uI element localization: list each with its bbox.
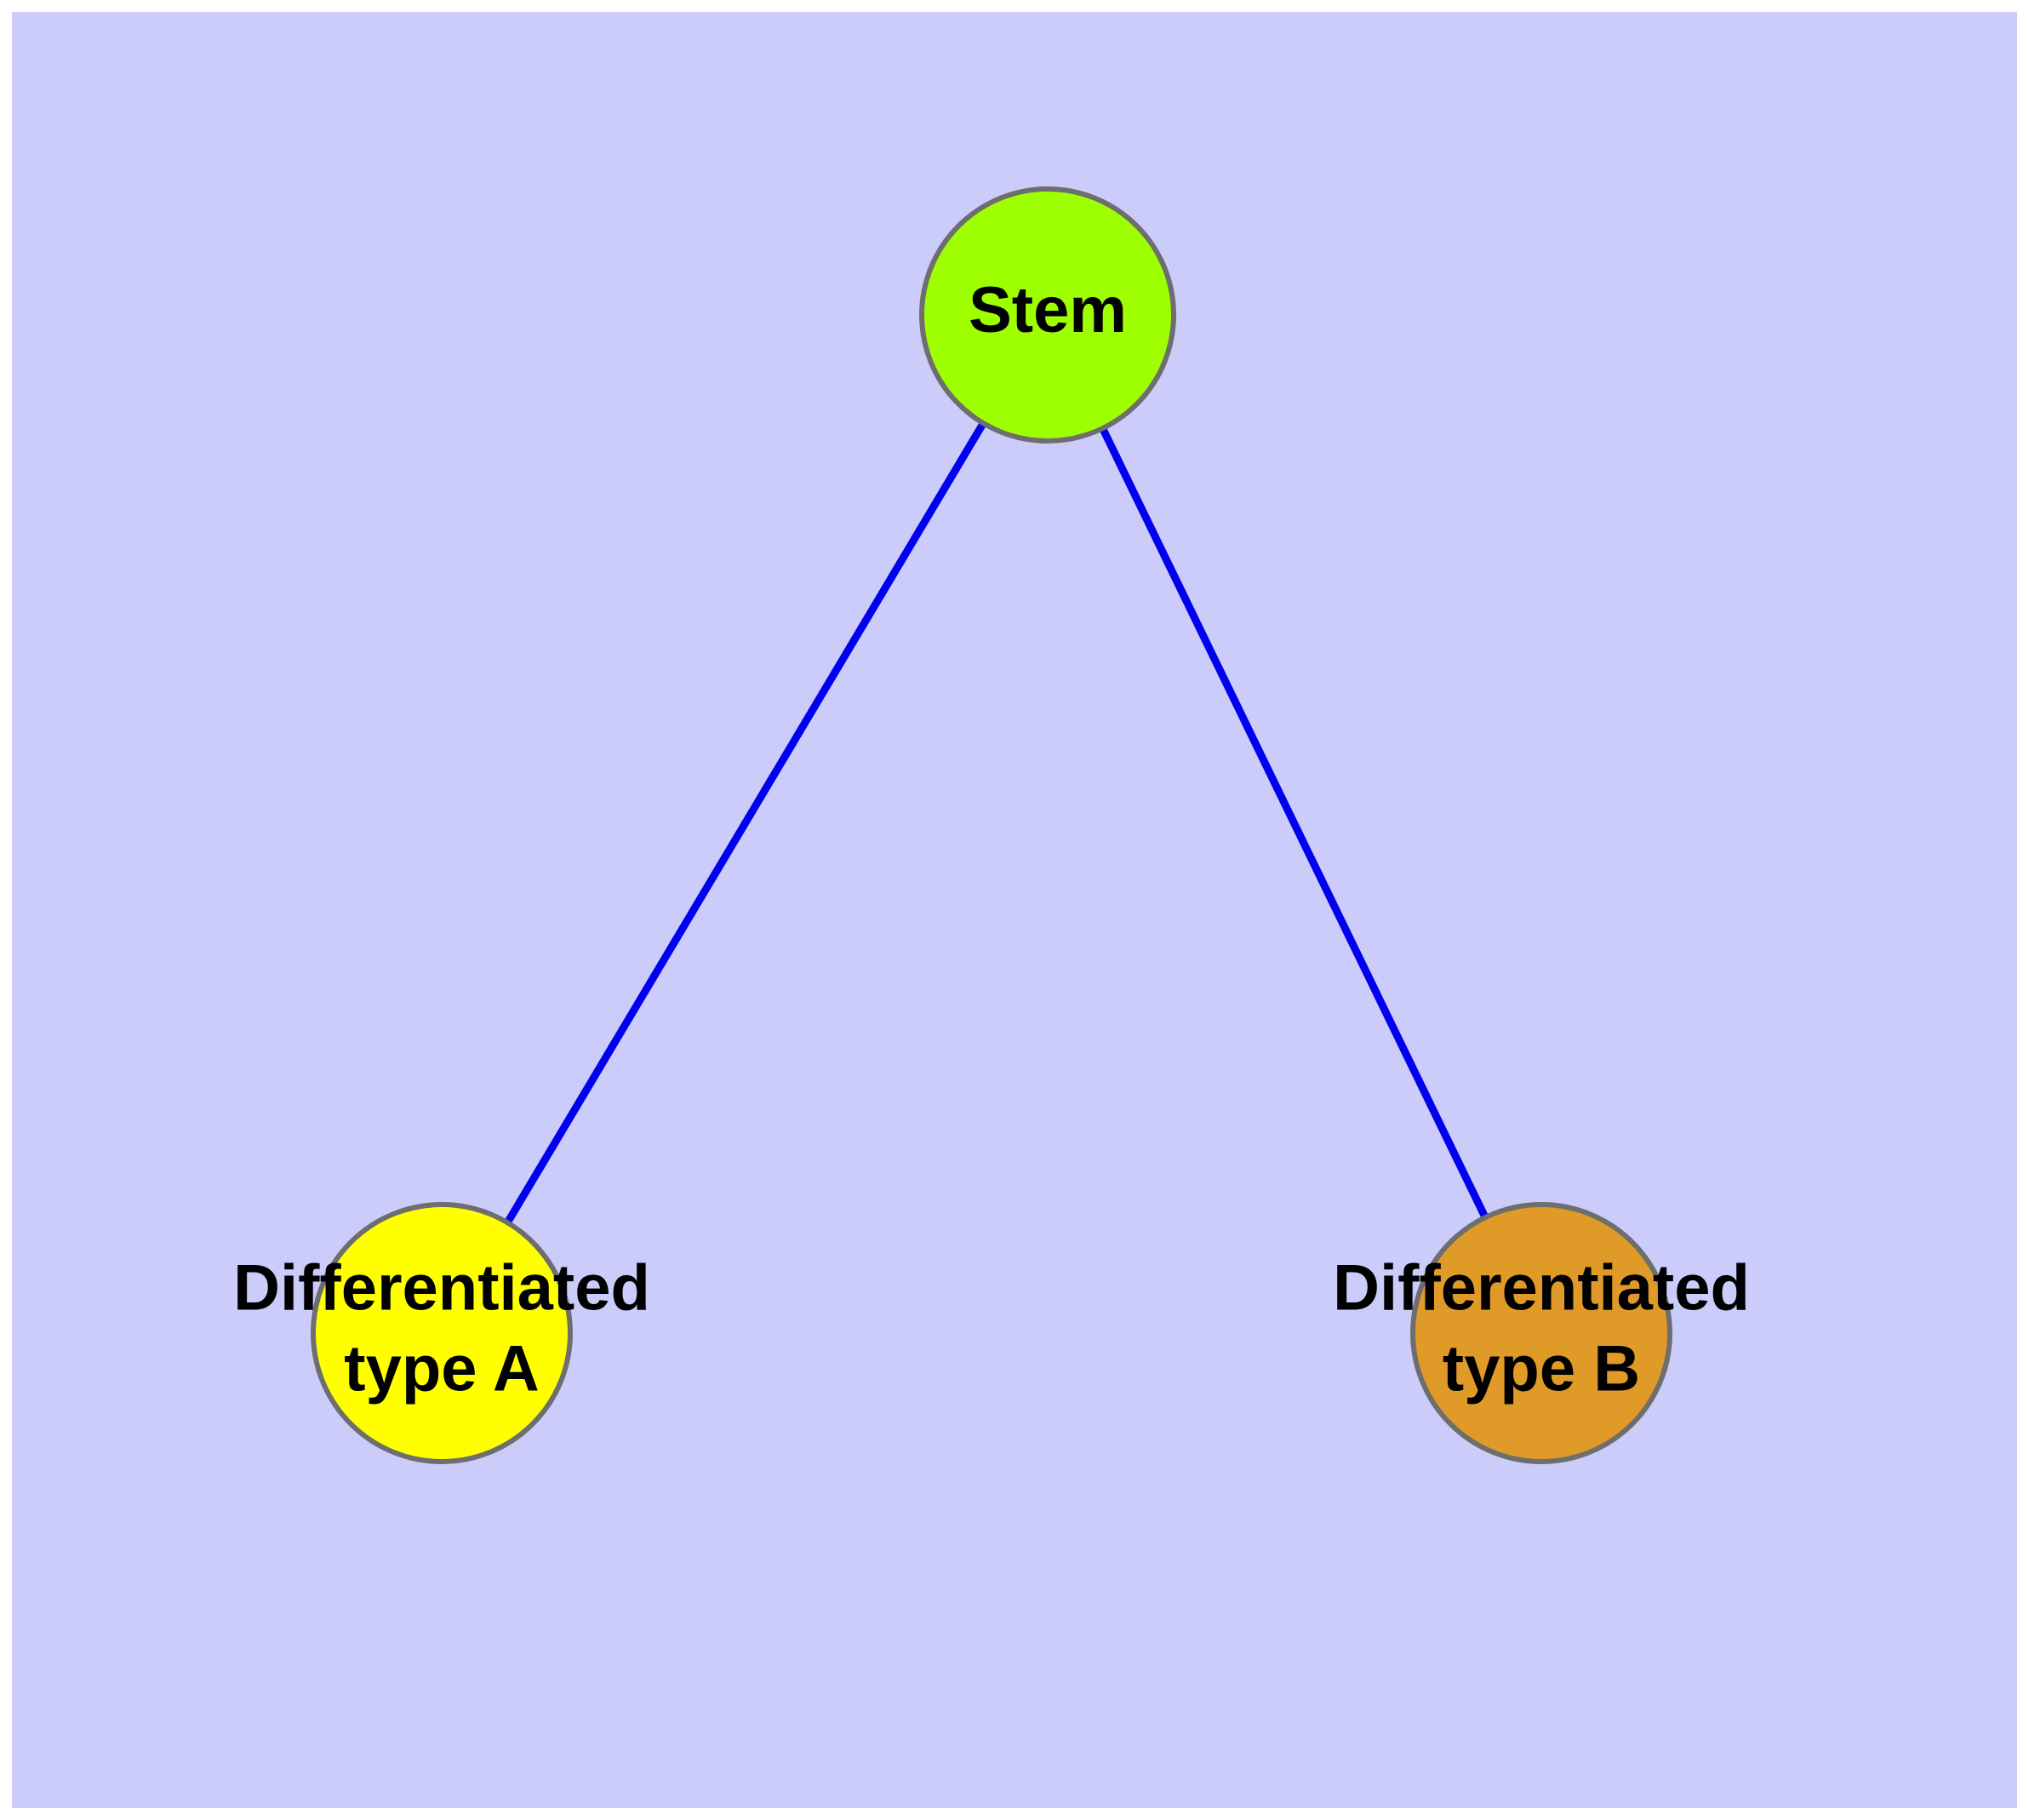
node-label-diff-b: Differentiated type B xyxy=(1333,1252,1750,1405)
node-label-diff-a: Differentiated type A xyxy=(233,1252,650,1405)
node-circle-stem[interactable] xyxy=(919,186,1176,444)
node-label-line: Differentiated xyxy=(1333,1252,1750,1325)
graph-edge-stem-to-diff-a[interactable] xyxy=(504,421,987,1225)
graph-node-stem[interactable]: Stem xyxy=(919,186,1176,444)
node-circle-diff-b[interactable] xyxy=(1410,1202,1672,1464)
edges-layer xyxy=(504,421,1489,1225)
node-label-line: type A xyxy=(344,1333,539,1405)
graph-node-diff-b[interactable]: Differentiated type B xyxy=(1333,1202,1750,1464)
node-label-stem: Stem xyxy=(969,274,1127,346)
graph-node-diff-a[interactable]: Differentiated type A xyxy=(233,1202,650,1464)
node-label-line: Stem xyxy=(969,274,1127,346)
graph-edge-stem-to-diff-b[interactable] xyxy=(1099,426,1489,1220)
node-circle-diff-a[interactable] xyxy=(311,1202,573,1464)
node-label-line: Differentiated xyxy=(233,1252,650,1325)
node-label-line: type B xyxy=(1443,1333,1640,1405)
